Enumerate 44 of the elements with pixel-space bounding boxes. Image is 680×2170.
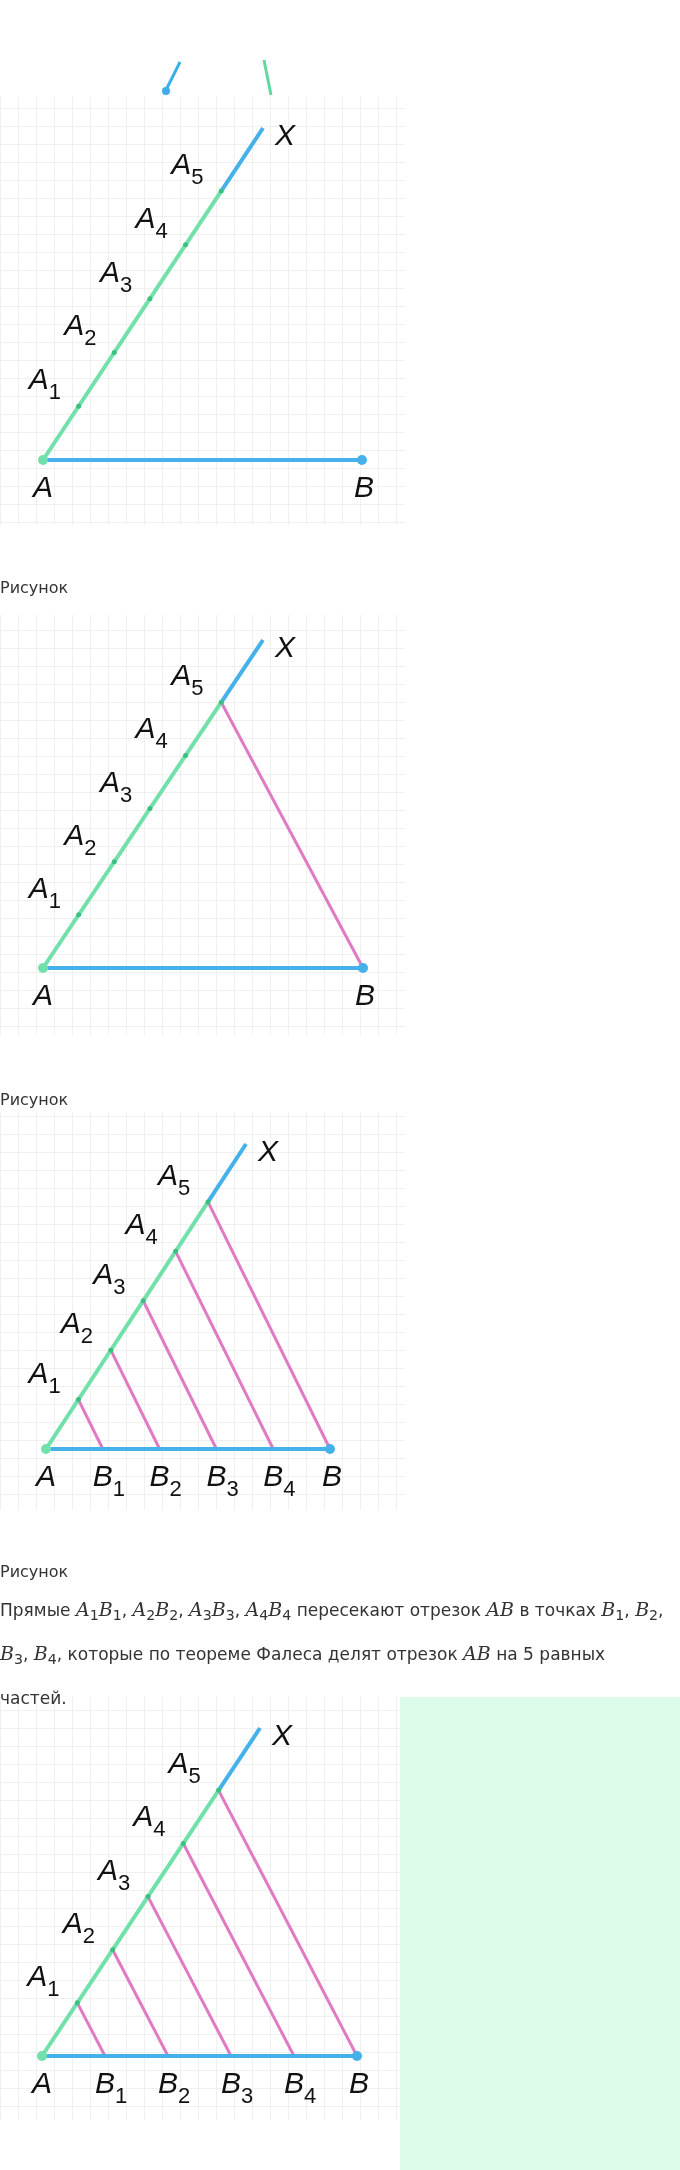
point-label: B	[349, 2068, 369, 2098]
point-label: B$_{1}$	[95, 2068, 128, 2107]
point-label: A$_{4}$	[135, 202, 168, 242]
point-label: B	[322, 1461, 342, 1491]
figure-caption: Рисунок	[0, 1562, 69, 1581]
point-label: X	[275, 120, 295, 150]
point-label: B	[355, 980, 375, 1010]
point-label: B$_{1}$	[92, 1461, 126, 1500]
point-label: A$_{1}$	[28, 1357, 61, 1397]
point-label: X	[258, 1136, 278, 1166]
point-label: A$_{4}$	[133, 1801, 166, 1841]
point-label: A	[36, 1461, 56, 1491]
point-label: A$_{1}$	[28, 364, 61, 404]
point-label: A$_{2}$	[64, 310, 97, 350]
point-label: B$_{2}$	[149, 1461, 182, 1500]
point-label: B$_{3}$	[206, 1461, 239, 1500]
point-label: A$_{4}$	[125, 1209, 158, 1249]
point-label: A$_{5}$	[168, 1748, 201, 1788]
figure-caption: Рисунок	[0, 1090, 69, 1109]
point-label: A	[33, 472, 53, 502]
point-label: A$_{5}$	[158, 1159, 191, 1199]
figure-caption: Рисунок	[0, 578, 69, 597]
point-label: X	[272, 1720, 292, 1750]
point-label: A$_{2}$	[60, 1308, 94, 1348]
point-label: A$_{1}$	[27, 1960, 60, 2000]
point-label: A	[32, 2068, 52, 2098]
point-label: A$_{5}$	[171, 149, 204, 189]
point-label: B$_{3}$	[221, 2068, 254, 2107]
point-label: A$_{2}$	[62, 1907, 95, 1947]
point-label: A$_{3}$	[99, 766, 133, 806]
point-label: A$_{3}$	[99, 256, 133, 296]
point-label: A$_{2}$	[64, 819, 97, 859]
point-label: B$_{4}$	[284, 2068, 317, 2107]
point-label: X	[275, 632, 295, 662]
point-label: A$_{4}$	[135, 713, 168, 753]
point-label: A$_{5}$	[171, 660, 204, 700]
point-label: A$_{1}$	[28, 872, 61, 912]
point-label: A$_{3}$	[93, 1258, 126, 1298]
point-label: A$_{3}$	[97, 1854, 131, 1894]
point-label: B$_{2}$	[158, 2068, 191, 2107]
point-label: A	[33, 980, 53, 1010]
point-label: B$_{4}$	[263, 1461, 296, 1500]
paragraph: Прямые A$_{1}$B$_{1}$, A$_{2}$B$_{2}$, A$_{3}$B$_{3}$, A$_{4}$B$_{4}$ пересекают отрезок AB в точках B$_{1}$, B$_{2}$, B$_{3}$, B$_{4}$, которые по теореме Фалеса делят отрезок AB на 5 равных частей.	[0, 1597, 665, 1710]
point-label: B	[354, 472, 374, 502]
